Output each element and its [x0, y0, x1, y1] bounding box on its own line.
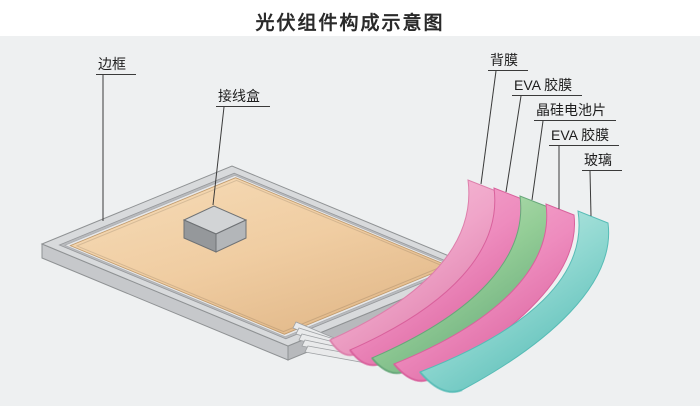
label-junction-box-text: 接线盒	[218, 88, 260, 104]
label-backsheet: 背膜	[488, 53, 528, 71]
label-eva-top: EVA 胶膜	[512, 77, 583, 96]
label-silicon-cell-text: 晶硅电池片	[536, 102, 606, 118]
leader-line-backsheet	[480, 70, 497, 185]
label-eva-bottom: EVA 胶膜	[549, 127, 620, 146]
label-frame-text: 边框	[98, 56, 126, 72]
label-junction-box: 接线盒	[216, 89, 270, 107]
junction-box-right	[215, 219, 247, 253]
label-eva-top-text: EVA 胶膜	[514, 77, 573, 93]
page-title: 光伏组件构成示意图	[255, 13, 445, 34]
label-silicon-cell: 晶硅电池片	[534, 103, 616, 121]
label-eva-bottom-text: EVA 胶膜	[551, 127, 610, 143]
label-glass-text: 玻璃	[584, 152, 612, 168]
leader-line-junction-box	[212, 106, 225, 206]
leader-line-eva-top	[505, 95, 522, 193]
leader-line-silicon-cell	[531, 120, 544, 201]
leader-line-glass	[589, 170, 592, 217]
label-glass: 玻璃	[582, 153, 622, 171]
sheet-glass-curl	[419, 371, 463, 394]
label-backsheet-text: 背膜	[490, 52, 518, 68]
label-frame: 边框	[96, 57, 136, 75]
